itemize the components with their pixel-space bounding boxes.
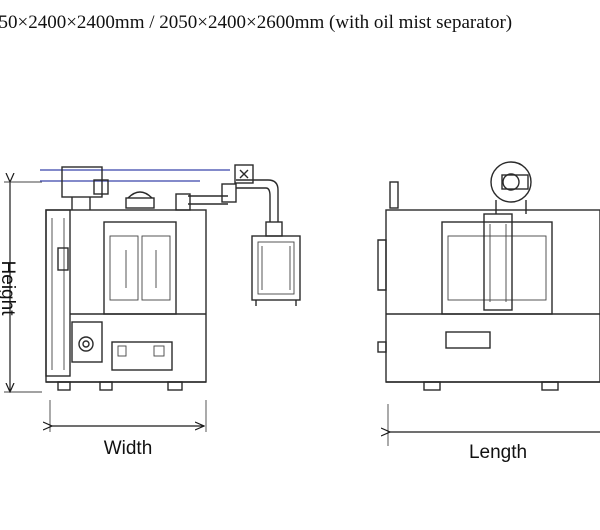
length-dimension: Length — [388, 404, 600, 463]
oil-mist-duct — [175, 164, 283, 237]
length-label: Length — [469, 442, 527, 463]
oil-mist-separator — [251, 235, 301, 306]
height-label: Height — [0, 261, 18, 317]
front-view: Height — [0, 164, 301, 459]
width-label: Width — [104, 438, 153, 459]
front-cabinet — [45, 209, 207, 391]
top-oil-mist-unit — [61, 166, 155, 210]
height-dimension: Height — [0, 182, 42, 392]
caption-text: 050×2400×2400mm / 2050×2400×2600mm (with… — [0, 12, 513, 33]
side-cabinet — [377, 209, 600, 391]
top-guide-lines — [40, 169, 230, 182]
side-top-fittings — [389, 161, 532, 214]
dimension-caption: 050×2400×2400mm / 2050×2400×2600mm (with… — [0, 12, 600, 34]
width-dimension: Width — [50, 400, 207, 459]
side-view: Length — [377, 161, 600, 463]
